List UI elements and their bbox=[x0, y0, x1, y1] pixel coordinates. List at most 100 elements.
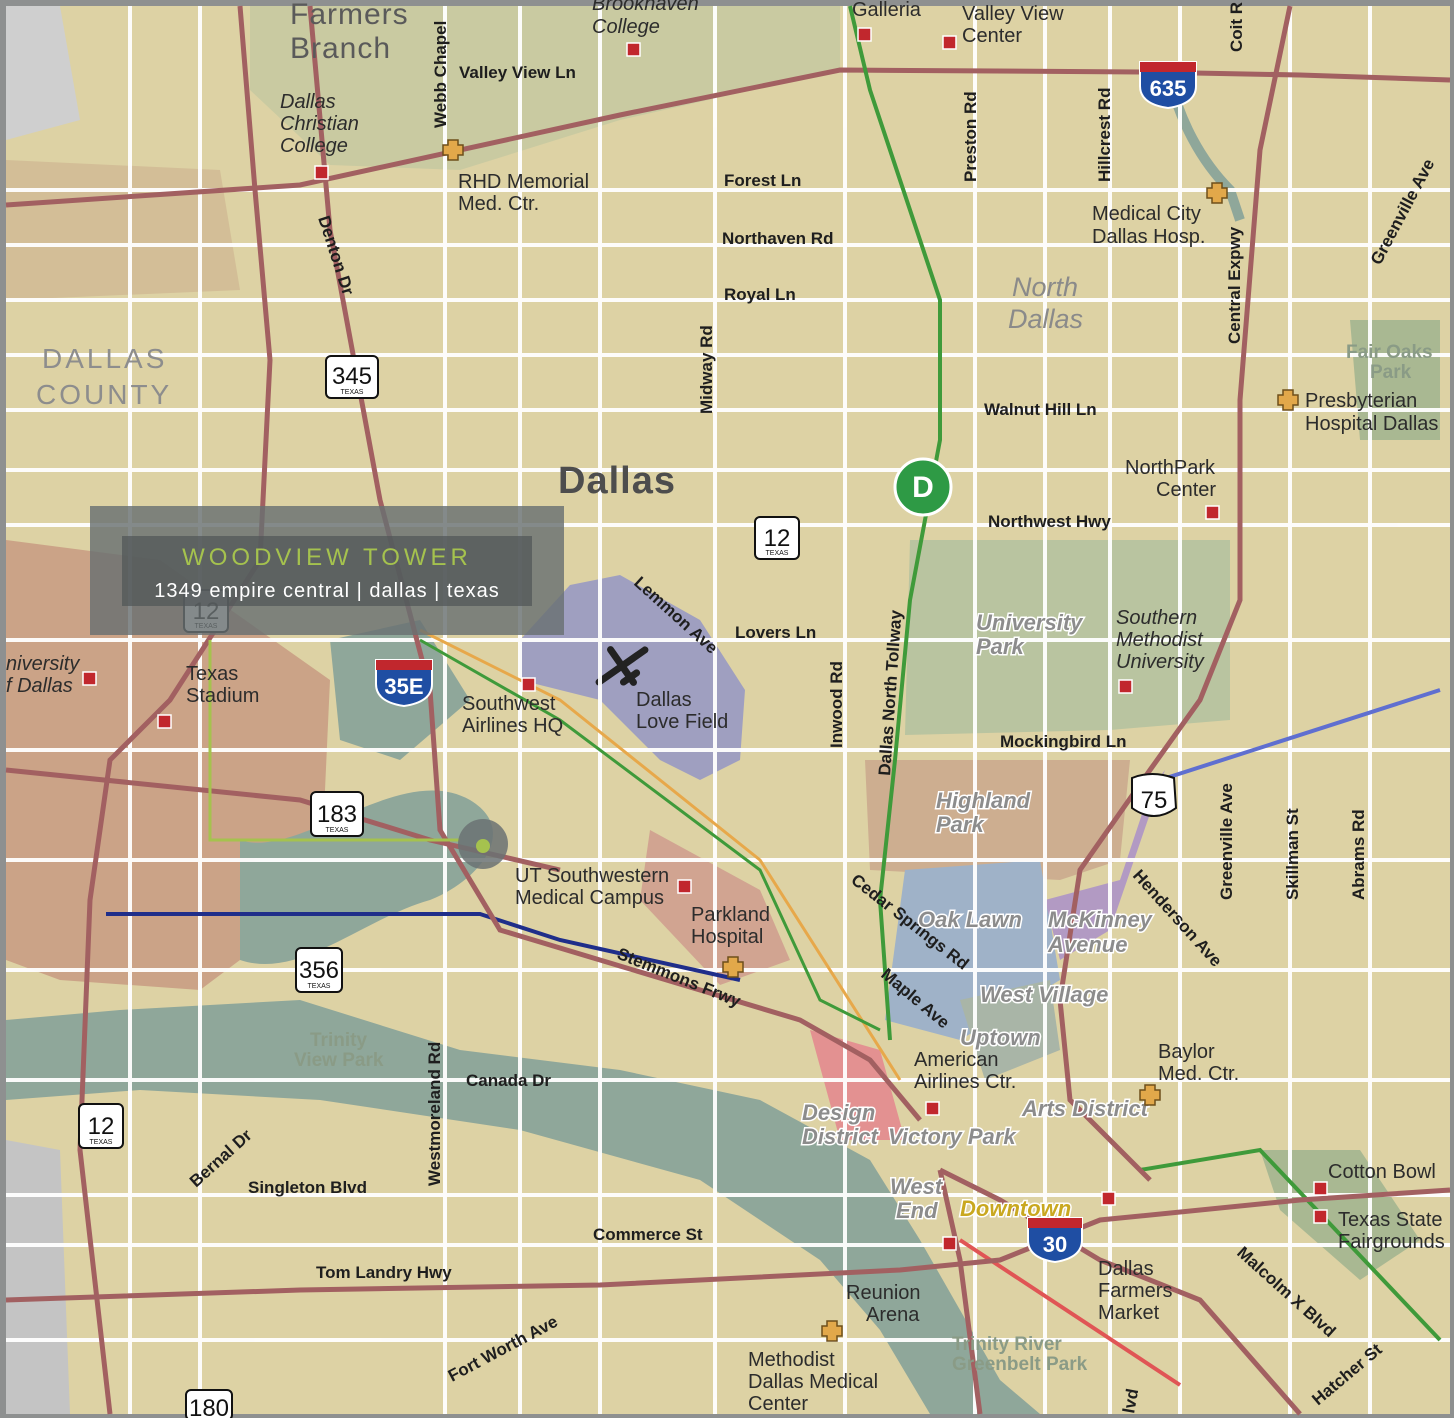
poi-victory-park: Victory Park bbox=[888, 1124, 1017, 1149]
poi-rhd-memorial-1: RHD Memorial bbox=[458, 171, 589, 193]
svg-text:635: 635 bbox=[1150, 76, 1187, 101]
poi-trinity-view-park-2: View Park bbox=[294, 1050, 384, 1071]
poi-downtown: Downtown bbox=[960, 1196, 1071, 1221]
poi-trinity-greenbelt-1: Trinity River bbox=[952, 1334, 1062, 1355]
street-canada-dr: Canada Dr bbox=[466, 1071, 551, 1090]
rail-green bbox=[419, 638, 881, 1032]
poi-southwest-airlines-2: Airlines HQ bbox=[462, 715, 563, 737]
trinity-river bbox=[6, 1000, 1040, 1414]
map-frame[interactable]: D Dallas Farmers Branch DALLAS COUNTY No… bbox=[5, 0, 1451, 1418]
svg-text:356: 356 bbox=[299, 957, 339, 984]
street-coit-rd: Coit R bbox=[1227, 2, 1246, 52]
shield-i635: 635 bbox=[1139, 61, 1197, 110]
poi-marker-southwest bbox=[521, 677, 536, 692]
svg-text:TEXAS: TEXAS bbox=[308, 983, 331, 990]
street-walnut-hill-ln: Walnut Hill Ln bbox=[984, 400, 1097, 419]
shield-i35e: 35E bbox=[375, 659, 433, 708]
poi-valley-view-center-2: Center bbox=[962, 25, 1022, 47]
street-mockingbird-ln: Mockingbird Ln bbox=[1000, 732, 1127, 751]
poi-trinity-greenbelt-2: Greenbelt Park bbox=[952, 1354, 1088, 1375]
poi-design-district-1: Design bbox=[802, 1100, 875, 1125]
fairgrounds-park bbox=[1260, 1150, 1420, 1280]
street-webb-chapel: Webb Chapel bbox=[431, 21, 450, 128]
poi-cotton-bowl: Cotton Bowl bbox=[1328, 1161, 1436, 1183]
poi-presbyterian-2: Hospital Dallas bbox=[1305, 413, 1438, 435]
poi-farmers-market-1: Dallas bbox=[1098, 1258, 1154, 1280]
poi-dallas-christian-college-2: Christian bbox=[280, 113, 359, 135]
svg-text:TEXAS: TEXAS bbox=[766, 550, 789, 557]
rail-blue bbox=[1159, 688, 1441, 782]
shield-tx180: 180 bbox=[185, 1389, 233, 1418]
poi-love-field-2: Love Field bbox=[636, 711, 728, 733]
poi-smu-1: Southern bbox=[1116, 607, 1197, 629]
place-farmers-branch-1: Farmers bbox=[290, 0, 409, 31]
poi-methodist-2: Dallas Medical bbox=[748, 1371, 878, 1393]
poi-mckinney-2: Avenue bbox=[1047, 932, 1127, 957]
poi-methodist-1: Methodist bbox=[748, 1349, 835, 1371]
place-dallas: Dallas bbox=[558, 460, 676, 502]
poi-galleria: Galleria bbox=[852, 0, 922, 21]
shield-tx12-south: 12 TEXAS bbox=[78, 1103, 124, 1149]
shield-tx183: 183 TEXAS bbox=[310, 791, 364, 837]
svg-text:D: D bbox=[912, 471, 934, 504]
street-northaven-rd: Northaven Rd bbox=[722, 229, 833, 248]
poi-smu-2: Methodist bbox=[1116, 629, 1204, 651]
poi-uptown: Uptown bbox=[960, 1025, 1041, 1050]
poi-northpark-2: Center bbox=[1156, 479, 1216, 501]
poi-trinity-view-park-1: Trinity bbox=[310, 1030, 367, 1051]
poi-highland-park-1: Highland bbox=[936, 788, 1031, 813]
svg-text:75: 75 bbox=[1141, 787, 1168, 814]
svg-text:TEXAS: TEXAS bbox=[90, 1139, 113, 1146]
rail-orange bbox=[419, 628, 902, 1081]
poi-marker-reunion bbox=[942, 1236, 957, 1251]
shield-tx12-north: 12 TEXAS bbox=[754, 516, 800, 560]
poi-oak-lawn: Oak Lawn bbox=[918, 907, 1022, 932]
svg-text:345: 345 bbox=[332, 363, 372, 390]
svg-text:35E: 35E bbox=[384, 674, 423, 699]
street-singleton-blvd: Singleton Blvd bbox=[248, 1178, 367, 1197]
poi-marker-farmers-market bbox=[1101, 1191, 1116, 1206]
poi-baylor-2: Med. Ctr. bbox=[1158, 1063, 1239, 1085]
poi-highland-park-2: Park bbox=[936, 812, 985, 837]
street-skillman-st: Skillman St bbox=[1283, 808, 1302, 900]
poi-ut-southwestern-1: UT Southwestern bbox=[515, 865, 669, 887]
location-marker[interactable] bbox=[208, 640, 508, 869]
svg-text:30: 30 bbox=[1043, 1232, 1067, 1257]
poi-west-end-2: End bbox=[896, 1198, 938, 1223]
poi-markers bbox=[82, 27, 1328, 1251]
street-westmoreland-rd: Westmoreland Rd bbox=[425, 1042, 444, 1186]
west-village-area bbox=[960, 980, 1060, 1080]
poi-marker-northpark bbox=[1205, 505, 1220, 520]
dallas-county-gray bbox=[6, 6, 80, 140]
shield-i30: 30 bbox=[1027, 1217, 1083, 1264]
poi-marker-utsw bbox=[677, 879, 692, 894]
poi-medical-city-2: Dallas Hosp. bbox=[1092, 226, 1205, 248]
poi-marker-texas-stadium bbox=[157, 714, 172, 729]
poi-brookhaven-college-1: Brookhaven bbox=[592, 0, 699, 15]
poi-dallas-christian-college-3: College bbox=[280, 135, 348, 157]
hospital-icon-medical-city bbox=[1206, 182, 1228, 204]
place-dallas-county-1: DALLAS bbox=[42, 343, 167, 374]
property-callout[interactable]: WOODVIEW TOWER 1349 empire central | dal… bbox=[90, 506, 564, 635]
svg-text:180: 180 bbox=[189, 1395, 229, 1418]
poi-marker-galleria bbox=[857, 27, 872, 42]
svg-text:TEXAS: TEXAS bbox=[326, 827, 349, 834]
rail-green-east bbox=[1139, 1147, 1442, 1342]
poi-american-airlines-1: American bbox=[914, 1049, 998, 1071]
poi-love-field-1: Dallas bbox=[636, 689, 692, 711]
poi-marker-valley-view bbox=[942, 35, 957, 50]
poi-presbyterian-1: Presbyterian bbox=[1305, 390, 1417, 412]
poi-marker-fairgrounds bbox=[1313, 1209, 1328, 1224]
street-inwood-rd: Inwood Rd bbox=[827, 661, 846, 748]
poi-university-of-dallas-1: niversity bbox=[6, 653, 80, 675]
hospital-icon-baylor bbox=[1139, 1084, 1161, 1106]
map-canvas[interactable]: D Dallas Farmers Branch DALLAS COUNTY No… bbox=[5, 0, 1451, 1418]
southwest-gray bbox=[6, 1140, 70, 1414]
poi-marker-udallas bbox=[82, 671, 97, 686]
design-district-area bbox=[810, 1030, 905, 1140]
poi-marker-aac bbox=[925, 1101, 940, 1116]
street-royal-ln: Royal Ln bbox=[724, 285, 796, 304]
property-title: WOODVIEW TOWER bbox=[182, 544, 472, 571]
poi-texas-stadium-1: Texas bbox=[186, 663, 238, 685]
poi-marker-cotton-bowl bbox=[1313, 1181, 1328, 1196]
